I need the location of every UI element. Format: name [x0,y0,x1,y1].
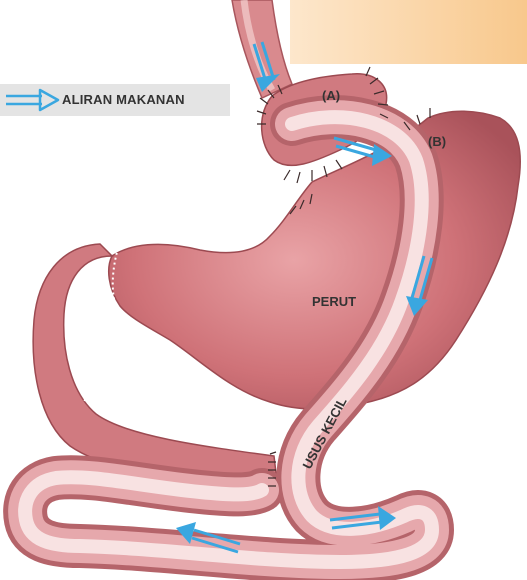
legend-flow-label: ALIRAN MAKANAN [62,92,185,107]
corner-tab [290,0,527,64]
label-remnant: (B) [428,134,446,149]
legend-arrow-icon [4,88,60,112]
label-pouch: (A) [322,88,340,103]
label-stomach: PERUT [312,294,356,309]
label-intestine-left: USUS KECIL [80,325,116,405]
